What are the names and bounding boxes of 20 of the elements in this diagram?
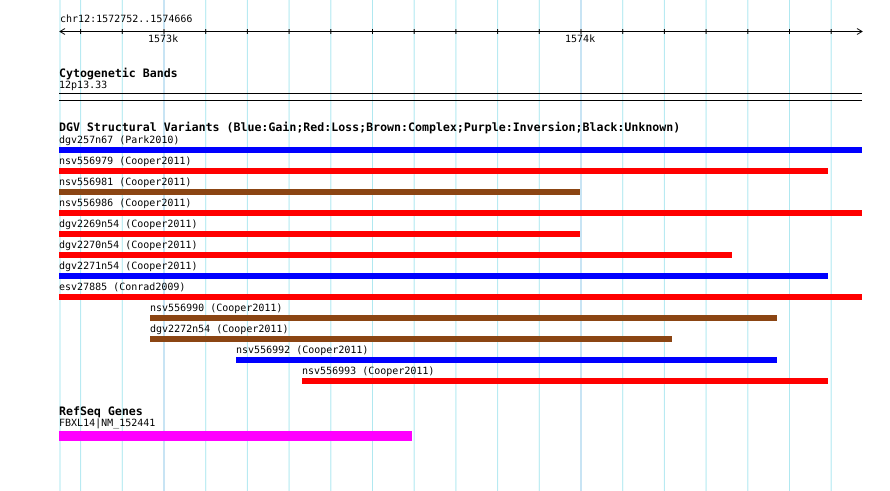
track-heading: Cytogenetic Bands xyxy=(59,67,178,79)
variant-name: nsv556993 (Cooper2011) xyxy=(302,366,434,378)
variant-name: nsv556981 (Cooper2011) xyxy=(59,177,192,189)
scale-label: 1574k xyxy=(565,34,596,46)
variant-name: nsv556986 (Cooper2011) xyxy=(59,198,192,210)
variant-name: nsv556979 (Cooper2011) xyxy=(59,156,192,168)
variant-name: nsv556990 (Cooper2011) xyxy=(150,303,282,315)
position-label: chr12:1572752..1574666 xyxy=(60,14,192,26)
gene-name: FBXL14|NM_152441 xyxy=(59,418,156,430)
variant-name: dgv2272n54 (Cooper2011) xyxy=(150,324,288,336)
variant-name: nsv556992 (Cooper2011) xyxy=(236,345,368,357)
scale-label: 1573k xyxy=(148,34,178,46)
band-name: 12p13.33 xyxy=(59,80,108,92)
variant-name: dgv2269n54 (Cooper2011) xyxy=(59,219,198,231)
variant-name: dgv2270n54 (Cooper2011) xyxy=(59,240,198,252)
variant-name: esv27885 (Conrad2009) xyxy=(59,282,186,294)
track-heading: RefSeq Genes xyxy=(59,405,143,417)
variant-name: dgv2271n54 (Cooper2011) xyxy=(59,261,198,273)
track-heading: DGV Structural Variants (Blue:Gain;Red:Loss;Brown:Complex;Purple:Inversion;Black:Unknown) xyxy=(59,121,680,133)
variant-name: dgv257n67 (Park2010) xyxy=(59,135,180,147)
